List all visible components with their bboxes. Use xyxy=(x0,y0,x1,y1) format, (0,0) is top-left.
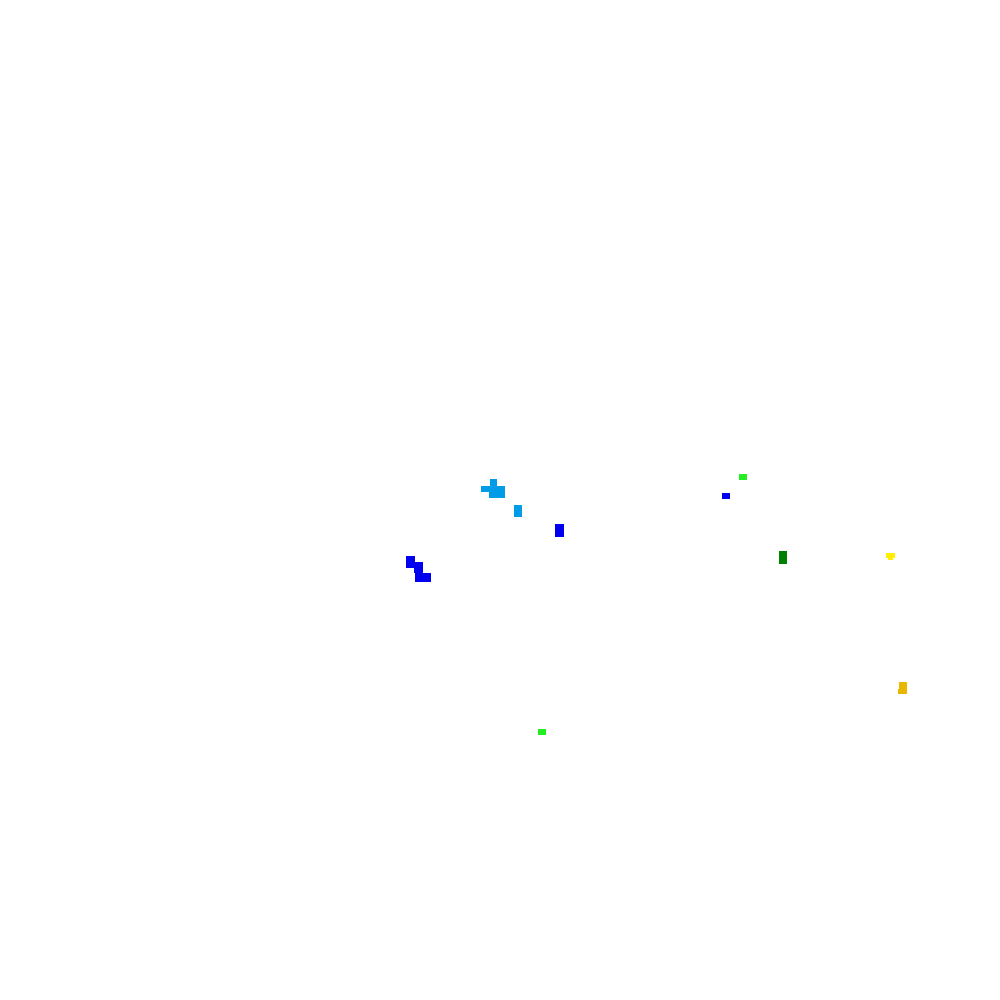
green-cluster-top-cell-1 xyxy=(739,474,747,480)
sky-blue-cluster-large-cell-1 xyxy=(490,479,497,486)
gold-cluster-cell-2 xyxy=(898,689,907,694)
blue-cluster-stairs-cell-2 xyxy=(414,562,423,573)
dark-green-cluster-cell-1 xyxy=(779,551,787,564)
yellow-cluster-cell-1 xyxy=(886,553,895,558)
sky-blue-cluster-large-cell-3 xyxy=(489,486,505,498)
blue-cluster-stairs-cell-3 xyxy=(415,573,431,582)
blue-cluster-dot-cell-1 xyxy=(722,493,730,499)
blue-cluster-stairs-cell-1 xyxy=(406,556,415,568)
green-cluster-bottom-cell-1 xyxy=(538,729,546,735)
yellow-cluster-cell-2 xyxy=(888,557,893,560)
gold-cluster-cell-1 xyxy=(899,682,907,691)
blue-cluster-block-cell-1 xyxy=(555,524,564,537)
sky-blue-cluster-small-cell-1 xyxy=(514,505,522,517)
